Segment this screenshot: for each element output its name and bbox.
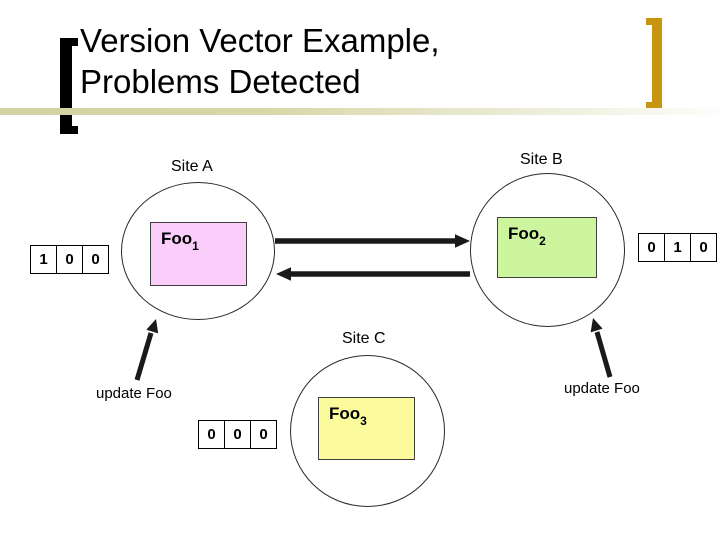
site-a-file-subscript: 1 xyxy=(192,239,199,254)
site-a-version-vector: 1 0 0 xyxy=(30,245,109,274)
vector-cell: 1 xyxy=(30,245,57,274)
vector-cell: 1 xyxy=(664,233,691,262)
slide-title-line2: Problems Detected xyxy=(80,63,361,100)
left-bracket-decoration xyxy=(60,38,78,134)
right-bracket-decoration xyxy=(646,18,662,109)
site-c-label: Site C xyxy=(342,330,386,347)
vector-cell: 0 xyxy=(56,245,83,274)
arrow-update-to-site-b xyxy=(590,318,613,378)
vector-cell: 0 xyxy=(250,420,277,449)
site-a-file-name: Foo xyxy=(161,229,193,248)
site-c-file-name: Foo xyxy=(329,404,361,423)
site-c-circle xyxy=(290,355,445,507)
site-c-version-vector: 0 0 0 xyxy=(198,420,277,449)
vector-cell: 0 xyxy=(690,233,717,262)
site-a-circle xyxy=(121,182,275,320)
site-a-file-box: Foo1 xyxy=(150,222,247,286)
slide-title: Version Vector Example, Problems Detecte… xyxy=(80,20,440,102)
site-b-circle xyxy=(470,173,625,327)
vector-cell: 0 xyxy=(224,420,251,449)
site-b-file-subscript: 2 xyxy=(539,234,546,249)
site-b-file-name: Foo xyxy=(508,224,540,243)
arrow-site-b-to-site-a xyxy=(276,267,470,281)
arrow-site-a-to-site-b xyxy=(275,234,470,248)
site-a-label: Site A xyxy=(171,158,213,175)
site-c-file-box: Foo3 xyxy=(318,397,415,460)
vector-cell: 0 xyxy=(198,420,225,449)
site-b-version-vector: 0 1 0 xyxy=(638,233,717,262)
site-c-file-subscript: 3 xyxy=(360,414,367,429)
update-foo-label-right: update Foo xyxy=(564,380,640,397)
title-divider-rule xyxy=(0,108,720,115)
site-b-label: Site B xyxy=(520,151,563,168)
vector-cell: 0 xyxy=(638,233,665,262)
site-b-file-box: Foo2 xyxy=(497,217,597,278)
arrow-update-to-site-a xyxy=(134,319,159,381)
vector-cell: 0 xyxy=(82,245,109,274)
update-foo-label-left: update Foo xyxy=(96,385,172,402)
slide-title-line1: Version Vector Example, xyxy=(80,22,440,59)
